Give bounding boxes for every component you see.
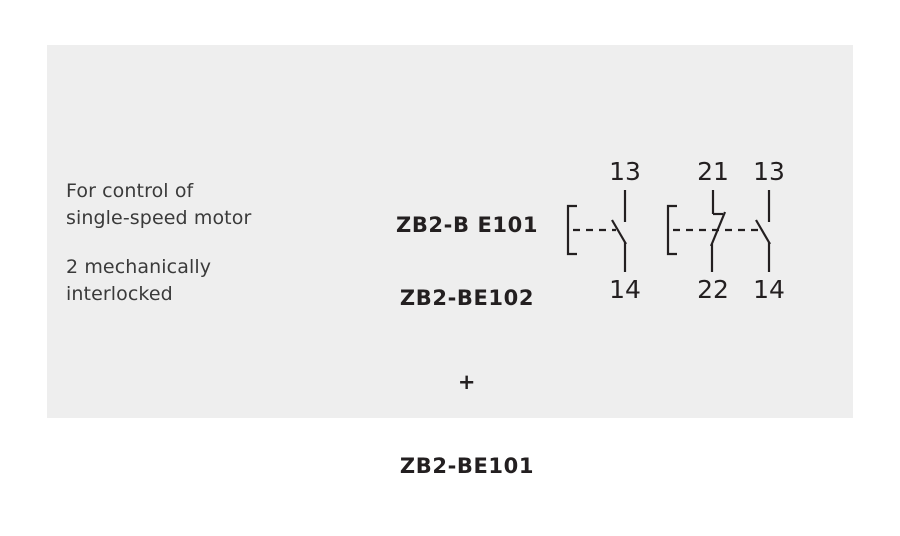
description-line: For control of [66, 180, 194, 202]
description-column: For control of single-speed motor 2 mech… [66, 178, 346, 308]
actuator-bracket-icon [666, 204, 677, 256]
reference-code: ZB2-B E101 [396, 213, 539, 237]
reference-code: ZB2-BE102 [399, 286, 535, 310]
reference-code-row-1: ZB2-B E101 [396, 155, 538, 295]
description-line: 2 mechanically [66, 256, 212, 278]
reference-code-row-2: ZB2-BE102 + ZB2-BE101 [396, 228, 538, 536]
contact-blade-nc [709, 211, 727, 247]
terminal-label-bottom: 14 [609, 275, 641, 304]
description-paragraph-1: For control of single-speed motor [66, 178, 346, 232]
actuator-bracket-icon [566, 204, 577, 256]
symbol-no-contact: 13 14 [563, 150, 668, 306]
contact-blade-no [611, 219, 627, 245]
terminal-label-top: 13 [609, 157, 641, 186]
terminal-label-top-nc: 21 [697, 157, 729, 186]
terminal-label-bottom-no: 14 [753, 275, 785, 304]
terminal-label-bottom-nc: 22 [697, 275, 729, 304]
description-paragraph-2: 2 mechanically interlocked [66, 254, 346, 308]
reference-code: ZB2-BE101 [399, 454, 535, 478]
symbol-nc-no-contact-pair: 21 13 22 14 [663, 150, 798, 306]
diagram-canvas: For control of single-speed motor 2 mech… [47, 45, 853, 478]
reference-code-plus: + [457, 370, 477, 394]
terminal-label-top-no: 13 [753, 157, 785, 186]
description-line: single-speed motor [66, 207, 252, 229]
contact-blade-no [755, 219, 771, 245]
description-line: interlocked [66, 283, 173, 305]
content-panel [47, 45, 853, 418]
